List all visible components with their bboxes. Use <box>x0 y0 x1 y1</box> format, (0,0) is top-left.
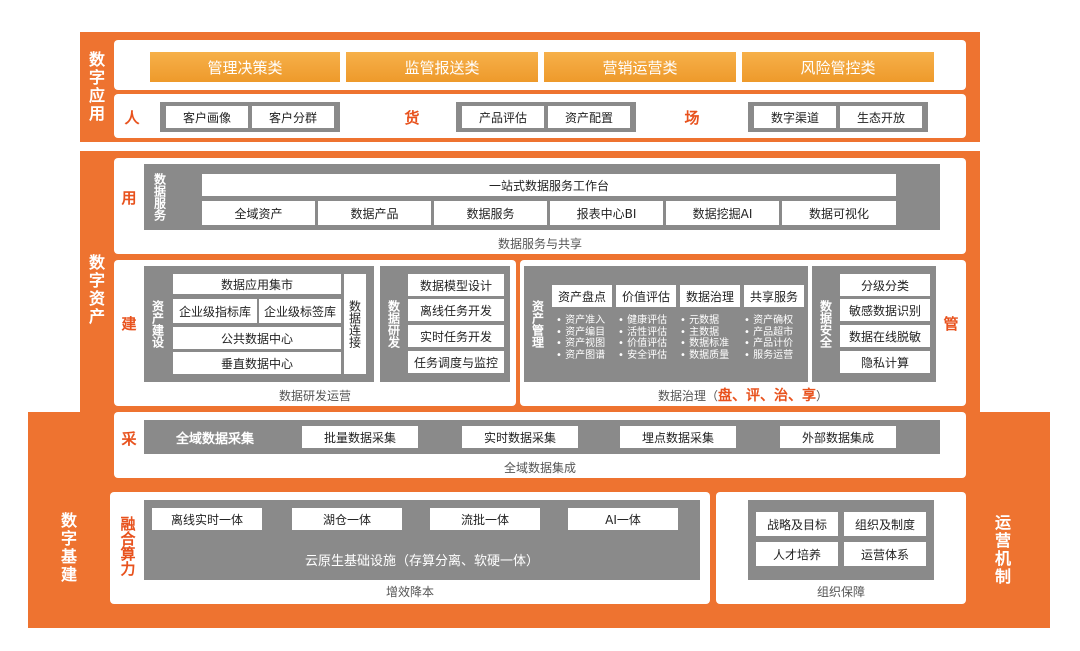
asset-mgmt-label: 资产管理 <box>530 300 545 348</box>
org-item-1: 组织及制度 <box>844 512 926 536</box>
gov-col-1-list: • 健康评估 • 活性评估 • 价值评估 • 安全评估 <box>618 315 676 361</box>
dev-item-1: 离线任务开发 <box>408 299 504 321</box>
sec-item-0: 分级分类 <box>840 274 930 296</box>
sec-item-2: 数据在线脱敏 <box>840 325 930 347</box>
gov-col-0-item: • 资产编目 <box>556 326 606 338</box>
gov-col-0-item: • 资产准入 <box>556 315 606 326</box>
gov-col-2-item: • 元数据 <box>680 315 720 326</box>
sec-item-1: 敏感数据识别 <box>840 299 930 321</box>
use-vertical-label: 数据服务 <box>152 173 167 221</box>
people-item-1: 客户分群 <box>252 106 334 128</box>
dev-item-2: 实时任务开发 <box>408 325 504 347</box>
asset-build-label: 资产建设 <box>150 300 165 348</box>
gov-col-2-title: 数据治理 <box>680 285 740 307</box>
compute-side-label: 融合算力 <box>118 516 137 576</box>
data-dev-label: 数据研发 <box>386 300 401 348</box>
gov-col-1-item: • 安全评估 <box>618 349 668 361</box>
gov-col-1-title: 价值评估 <box>616 285 676 307</box>
category-2: 营销运营类 <box>544 52 736 82</box>
section-label-app: 数字应用 <box>86 51 105 123</box>
dev-item-0: 数据模型设计 <box>408 274 504 296</box>
collect-item-0: 批量数据采集 <box>302 426 418 448</box>
section-label-ops: 运营机制 <box>992 514 1011 586</box>
use-item-0: 全域资产 <box>202 201 315 225</box>
data-security-label: 数据安全 <box>818 300 833 348</box>
gov-caption: 数据治理（ 盘、评、治、享 ） <box>520 386 966 404</box>
org-item-3: 运营体系 <box>844 542 926 566</box>
gov-caption-prefix: 数据治理（ <box>657 388 718 403</box>
build-caption: 数据研发运营 <box>278 388 351 403</box>
cloud-native-infra: 云原生基础设施（存算分离、软硬一体） <box>304 553 539 569</box>
gov-col-3-item: • 服务运营 <box>744 349 794 361</box>
gov-col-0-item: • 资产视图 <box>556 338 606 349</box>
gov-col-1-item: • 活性评估 <box>618 326 668 338</box>
category-1: 监管报送类 <box>346 52 538 82</box>
collect-title: 全域数据采集 <box>175 431 254 447</box>
gov-col-2-list: • 元数据 • 主数据 • 数据标准 • 数据质量 <box>680 315 738 361</box>
asset-build-r4: 垂直数据中心 <box>173 352 341 374</box>
use-item-4: 数据挖掘AI <box>666 201 779 225</box>
compute-item-0: 离线实时一体 <box>152 508 262 530</box>
venue-item-1: 生态开放 <box>840 106 922 128</box>
gov-col-3-item: • 产品超市 <box>744 326 794 338</box>
gov-side-label: 管 <box>943 314 959 333</box>
category-3: 风险管控类 <box>742 52 934 82</box>
use-item-1: 数据产品 <box>318 201 431 225</box>
gov-col-1-item: • 价值评估 <box>618 338 668 349</box>
collect-side-label: 采 <box>121 429 137 448</box>
collect-item-3: 外部数据集成 <box>780 426 896 448</box>
gov-col-0-list: • 资产准入 • 资产编目 • 资产视图 • 资产图谱 <box>556 315 614 361</box>
use-item-2: 数据服务 <box>434 201 547 225</box>
group-label-venue: 场 <box>684 108 700 127</box>
gov-col-2-item: • 数据标准 <box>680 338 730 349</box>
gov-col-3-item: • 产品计价 <box>744 338 794 349</box>
asset-build-r3: 公共数据中心 <box>173 327 341 349</box>
category-0: 管理决策类 <box>150 52 340 82</box>
collect-caption: 全域数据集成 <box>503 460 576 475</box>
asset-build-l1: 企业级指标库 <box>173 299 257 323</box>
use-item-5: 数据可视化 <box>782 201 896 225</box>
venue-item-0: 数字渠道 <box>754 106 836 128</box>
dev-item-3: 任务调度与监控 <box>408 351 504 373</box>
compute-item-2: 流批一体 <box>430 508 540 530</box>
gov-col-3-item: • 资产确权 <box>744 315 794 326</box>
compute-item-1: 湖仓一体 <box>292 508 402 530</box>
gov-col-0-item: • 资产图谱 <box>556 349 606 361</box>
group-label-people: 人 <box>124 108 140 127</box>
gov-col-2-item: • 主数据 <box>680 326 720 338</box>
asset-build-l2: 企业级标签库 <box>259 299 341 323</box>
asset-build-top: 数据应用集市 <box>173 274 341 294</box>
use-item-3: 报表中心BI <box>550 201 663 225</box>
goods-item-1: 资产配置 <box>548 106 630 128</box>
sec-item-3: 隐私计算 <box>840 351 930 373</box>
compute-caption: 增效降本 <box>385 584 434 599</box>
group-label-goods: 货 <box>404 108 420 127</box>
gov-col-2-item: • 数据质量 <box>680 349 730 361</box>
section-label-infra: 数字基建 <box>58 512 77 584</box>
gov-col-1-item: • 健康评估 <box>618 315 668 326</box>
org-item-2: 人才培养 <box>756 542 838 566</box>
use-workbench: 一站式数据服务工作台 <box>202 174 896 196</box>
gov-caption-red: 盘、评、治、享 <box>718 388 816 404</box>
goods-item-0: 产品评估 <box>462 106 544 128</box>
gov-col-3-list: • 资产确权 • 产品超市 • 产品计价 • 服务运营 <box>744 315 806 361</box>
compute-item-3: AI一体 <box>568 508 678 530</box>
section-label-asset: 数字资产 <box>86 254 105 326</box>
use-side-label: 用 <box>121 188 137 207</box>
collect-item-2: 埋点数据采集 <box>620 426 736 448</box>
org-item-0: 战略及目标 <box>756 512 838 536</box>
org-caption: 组织保障 <box>816 584 865 599</box>
gov-caption-suffix: ） <box>816 388 829 403</box>
gov-col-3-title: 共享服务 <box>744 285 804 307</box>
data-connection: 数据连接 <box>344 274 366 374</box>
people-item-0: 客户画像 <box>166 106 248 128</box>
gov-col-0-title: 资产盘点 <box>552 285 612 307</box>
build-side-label: 建 <box>121 314 137 333</box>
use-caption: 数据服务与共享 <box>497 236 582 251</box>
collect-item-1: 实时数据采集 <box>462 426 578 448</box>
